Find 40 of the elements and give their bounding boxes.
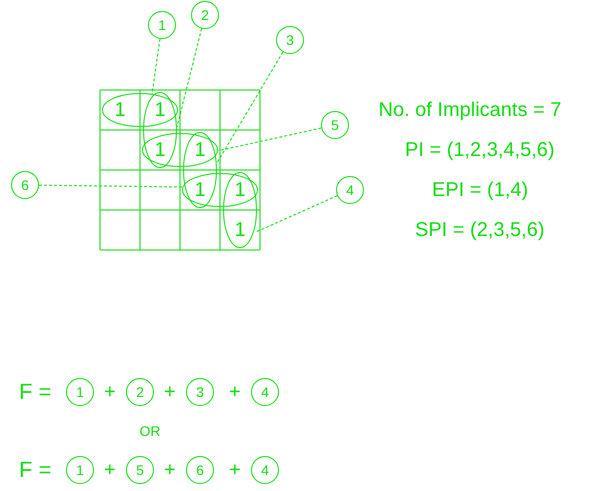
callout-number: 1 <box>148 11 176 39</box>
cell-value: 1 <box>154 100 166 120</box>
term-number: 3 <box>186 378 214 406</box>
term-number: 5 <box>126 456 154 484</box>
leader-line <box>216 52 284 164</box>
operator: + <box>229 460 241 480</box>
callout-number: 2 <box>191 1 219 29</box>
term-number: 4 <box>251 378 279 406</box>
term-number: 1 <box>66 378 94 406</box>
leader-line <box>216 128 322 152</box>
callout-number: 4 <box>336 176 364 204</box>
term-number: 6 <box>186 456 214 484</box>
leader-line <box>152 38 160 94</box>
formula-text: No. of Implicants = 7 <box>378 100 562 120</box>
leader-line <box>176 28 202 128</box>
term-number: 2 <box>126 378 154 406</box>
formula-text: EPI = (1,4) <box>432 180 528 200</box>
cell-value: 1 <box>114 100 126 120</box>
term-number: 4 <box>251 456 279 484</box>
cell-value: 1 <box>234 220 246 240</box>
cell-value: 1 <box>154 140 166 160</box>
function-expression: F = <box>19 459 52 481</box>
leader-line <box>38 184 184 188</box>
operator: + <box>104 382 116 402</box>
operator: + <box>164 460 176 480</box>
operator: + <box>104 460 116 480</box>
callout-number: 5 <box>321 111 349 139</box>
formula-text: PI = (1,2,3,4,5,6) <box>405 140 555 160</box>
cell-value: 1 <box>234 180 246 200</box>
leader-line <box>256 195 338 232</box>
cell-value: 1 <box>194 180 206 200</box>
operator: + <box>229 382 241 402</box>
connector-word: OR <box>140 424 160 438</box>
callout-number: 3 <box>276 26 304 54</box>
formula-text: SPI = (2,3,5,6) <box>415 220 545 240</box>
callout-number: 6 <box>11 171 39 199</box>
term-number: 1 <box>66 456 94 484</box>
function-expression: F = <box>19 381 52 403</box>
cell-value: 1 <box>194 140 206 160</box>
operator: + <box>164 382 176 402</box>
